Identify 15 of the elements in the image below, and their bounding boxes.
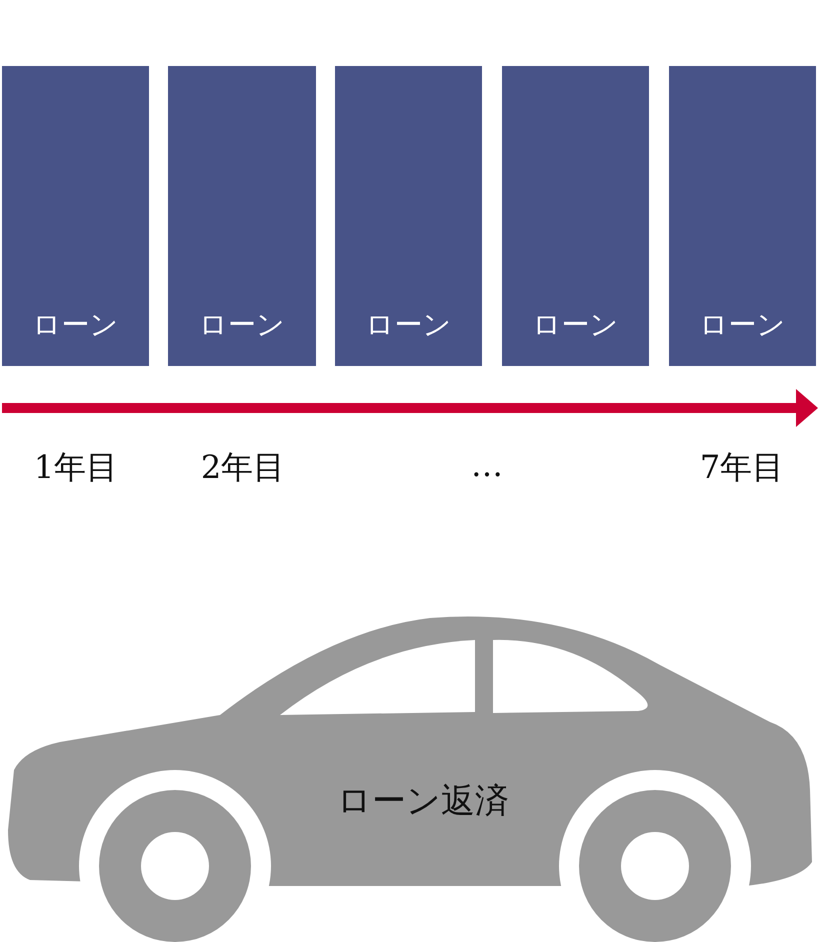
year-label: … — [471, 446, 503, 484]
block-label: ローン — [532, 307, 620, 343]
year-label: 2年目 — [200, 447, 286, 488]
block-label: ローン — [698, 307, 786, 343]
year-label: 1年目 — [34, 447, 118, 488]
loan-block — [2, 66, 149, 366]
loan-block — [335, 66, 482, 366]
loan-block — [168, 66, 316, 366]
year-label: 7年目 — [700, 447, 784, 488]
block-label: ローン — [32, 307, 120, 343]
block-label: ローン — [364, 307, 452, 343]
block-label: ローン — [198, 307, 286, 343]
loan-block — [502, 66, 649, 366]
car-label: ローン返済 — [337, 780, 509, 823]
loan-block — [669, 66, 816, 366]
